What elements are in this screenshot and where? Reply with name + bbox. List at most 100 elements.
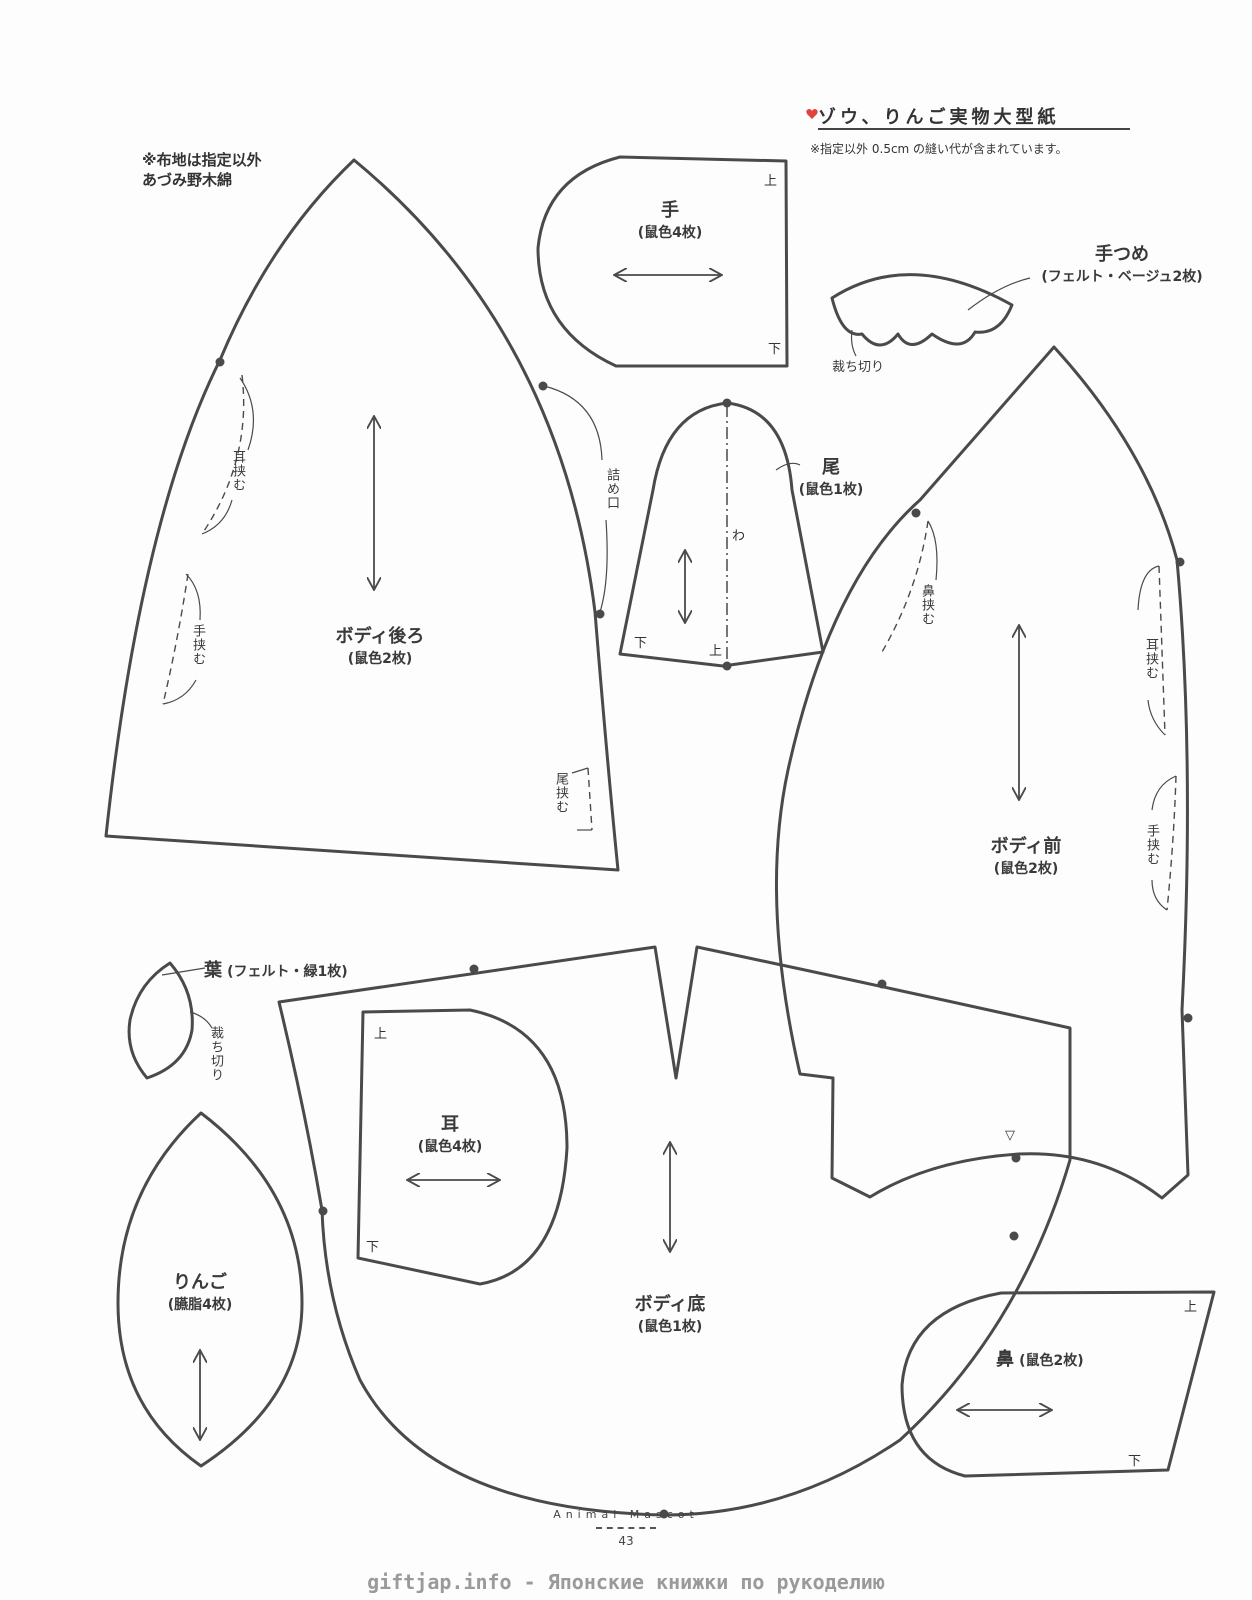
match-dot: [469, 964, 479, 974]
match-dot: [722, 661, 732, 671]
match-dot: [215, 357, 225, 367]
leaf-cut-note: 裁ち切り: [208, 1026, 223, 1082]
title-underline: [818, 128, 1130, 130]
footer-series: Animal Mascot: [553, 1508, 699, 1521]
leader-tail: [775, 462, 801, 471]
nose-top-mark: 上: [1184, 1300, 1198, 1315]
hand-outline: [536, 155, 789, 368]
match-dot: [659, 1509, 669, 1519]
leader-claw-cut: [850, 329, 857, 357]
leader-ear-back: [239, 377, 254, 451]
claw-label: 手つめ (フェルト・ベージュ2枚): [1032, 240, 1212, 286]
ear-insert-guide-back: [201, 374, 245, 535]
ear-label: 耳 (鼠色4枚): [405, 1110, 495, 1156]
ear-insert-back: 耳挟む: [230, 450, 245, 492]
body-bottom-name: ボディ底: [634, 1294, 706, 1315]
nose-detail: (鼠色2枚): [1019, 1353, 1084, 1369]
body-back-detail: (鼠色2枚): [347, 651, 413, 667]
leader-ear-front: [1137, 565, 1160, 611]
leader-ear-back-2: [201, 499, 233, 535]
nose-insert-front: 鼻挟む: [919, 584, 934, 626]
leader-hand-front: [1151, 775, 1177, 811]
tail-detail: (鼠色1枚): [798, 482, 864, 498]
leaf-detail: (フェルト・緑1枚): [227, 964, 348, 980]
footer-divider: [596, 1527, 656, 1529]
leader-leaf-cut: [189, 1011, 213, 1029]
tail-insert-guide-back: [587, 767, 593, 831]
body-back-outline: [104, 158, 620, 872]
apple-outline: [116, 1111, 304, 1468]
leader-leaf: [161, 967, 206, 976]
tail-name: 尾: [822, 457, 840, 478]
tail-insert-back: 尾挟む: [553, 772, 568, 814]
match-dot: [877, 979, 887, 989]
match-dot: [1011, 1153, 1021, 1163]
seam-allowance-note: ※指定以外 0.5cm の縫い代が含まれています。: [810, 142, 1068, 156]
leader-ear-front-2: [1147, 699, 1166, 736]
nose-bottom-mark: 下: [1128, 1454, 1142, 1469]
ear-name: 耳: [441, 1114, 459, 1135]
hand-detail: (鼠色4枚): [637, 225, 703, 241]
body-bottom-label: ボディ底 (鼠色1枚): [620, 1290, 720, 1336]
ear-outline: [356, 1008, 569, 1286]
ear-bottom-mark: 下: [366, 1240, 380, 1255]
fabric-note-line: あづみ野木綿: [142, 171, 233, 189]
hand-label: 手 (鼠色4枚): [625, 196, 715, 242]
claw-outline: [830, 273, 1014, 347]
ear-insert-guide-front: [1158, 565, 1166, 736]
leader-nose-front: [927, 520, 938, 581]
apple-detail: (臙脂4枚): [167, 1297, 233, 1313]
body-front-detail: (鼠色2枚): [993, 861, 1059, 877]
claw-cut-note: 裁ち切り: [832, 360, 885, 375]
body-back-name: ボディ後ろ: [335, 626, 425, 647]
leaf-label: 葉 (フェルト・緑1枚): [204, 956, 348, 982]
match-dot: [911, 508, 921, 518]
leaf-outline: [127, 961, 194, 1080]
ear-detail: (鼠色4枚): [417, 1139, 483, 1155]
match-dot: [538, 381, 548, 391]
leaf-name: 葉: [204, 960, 222, 981]
body-front-outline: [775, 345, 1190, 1200]
match-dot: [1175, 557, 1185, 567]
leader-claw: [967, 277, 1031, 311]
body-front-label: ボディ前 (鼠色2枚): [976, 832, 1076, 878]
body-back-label: ボディ後ろ (鼠色2枚): [320, 622, 440, 668]
match-dot: [595, 609, 605, 619]
apple-label: りんご (臙脂4枚): [150, 1268, 250, 1314]
fabric-note: ※布地は指定以外 あづみ野木綿: [142, 150, 262, 190]
match-dot: [722, 398, 732, 408]
nose-name: 鼻: [996, 1349, 1014, 1370]
page-title: ゾウ、りんご実物大型紙: [818, 107, 1060, 128]
heart-icon: [806, 109, 818, 119]
body-bottom-outline: [277, 945, 1072, 1517]
claw-name: 手つめ: [1095, 244, 1149, 265]
page-number: 43: [618, 1534, 634, 1548]
leader-stuffing-2: [599, 519, 608, 613]
claw-detail: (フェルト・ベージュ2枚): [1041, 269, 1203, 285]
leader-stuffing: [543, 385, 603, 461]
tail-top-mark: 上: [709, 644, 723, 659]
leader-hand-front-2: [1151, 879, 1168, 911]
body-front-name: ボディ前: [990, 836, 1062, 857]
hand-top-mark: 上: [764, 174, 778, 189]
hand-name: 手: [661, 200, 679, 221]
tail-fold-mark: わ: [732, 529, 746, 544]
hand-insert-guide-front: [1166, 775, 1177, 911]
notch-mark: ▽: [1005, 1128, 1015, 1143]
match-dot: [318, 1206, 328, 1216]
apple-name: りんご: [173, 1272, 227, 1293]
tail-label: 尾 (鼠色1枚): [786, 453, 876, 499]
ear-insert-front: 耳挟む: [1143, 638, 1158, 680]
nose-label: 鼻 (鼠色2枚): [996, 1345, 1084, 1371]
ear-top-mark: 上: [374, 1027, 388, 1042]
nose-insert-guide-front: [881, 520, 929, 653]
leader-tail-back: [571, 767, 589, 774]
fabric-note-line: ※布地は指定以外: [142, 151, 262, 169]
leader-hand-back-2: [162, 679, 197, 705]
tail-bottom-mark: 下: [634, 636, 648, 651]
nose-outline: [900, 1290, 1216, 1478]
hand-insert-guide-back: [162, 573, 189, 705]
hand-insert-back: 手挟む: [190, 624, 205, 666]
